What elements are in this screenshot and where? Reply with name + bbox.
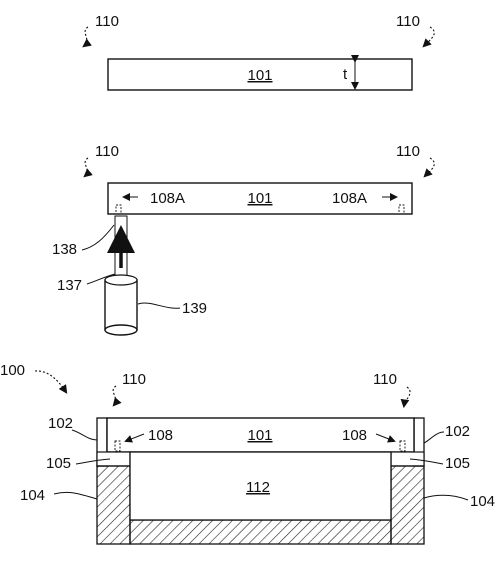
leader-139 — [137, 302, 181, 309]
bottom-view: 100 110 110 101 112 108 108 102 10 — [0, 362, 495, 545]
base-104-bottom — [129, 519, 392, 545]
ref-105-right: 105 — [445, 455, 470, 472]
leader-110-bottom-right — [400, 386, 411, 409]
leader-102-right — [423, 431, 445, 444]
cavity-label: 112 — [246, 479, 270, 496]
ref-102-right: 102 — [445, 423, 470, 440]
leader-110-top-left — [82, 26, 92, 48]
ref-108a-left: 108A — [150, 190, 185, 207]
leader-104-right — [423, 494, 469, 501]
middle-view: 101 110 110 108A 108A 138 137 139 — [52, 143, 435, 336]
plate-bottom-label: 101 — [247, 427, 272, 444]
ref-108a-right: 108A — [332, 190, 367, 207]
ledge-105-right — [390, 451, 425, 467]
leader-104-left — [53, 491, 98, 500]
leader-105-left — [75, 458, 111, 465]
cavity-112 — [129, 451, 392, 521]
ref-110-middle-right: 110 — [396, 143, 420, 160]
ref-110-top-right: 110 — [396, 13, 420, 30]
plate-middle-label: 101 — [247, 190, 272, 207]
plate-top-label: 101 — [247, 67, 272, 84]
notch-108-right — [399, 440, 406, 452]
ref-110-top-left: 110 — [95, 13, 119, 30]
leader-100 — [34, 370, 68, 394]
plate-middle — [107, 182, 413, 215]
ledge-105-left — [96, 451, 131, 467]
top-view: 101 t 110 110 — [82, 13, 435, 91]
leader-105-right — [409, 458, 444, 465]
leader-110-bottom-left — [112, 385, 122, 407]
ref-104-left: 104 — [20, 487, 45, 504]
ref-102-left: 102 — [48, 415, 73, 432]
tool-139 — [104, 274, 138, 336]
leader-137 — [86, 273, 116, 285]
ref-104-right: 104 — [470, 493, 495, 510]
arrow-108-left — [124, 433, 145, 443]
leader-102-left — [71, 429, 98, 441]
ref-108-left: 108 — [148, 427, 173, 444]
leader-110-top-right — [422, 26, 435, 48]
ref-100: 100 — [0, 362, 25, 379]
ref-138: 138 — [52, 241, 77, 258]
ref-110-bottom-left: 110 — [122, 371, 146, 388]
ref-139: 139 — [182, 300, 207, 317]
base-104-left — [96, 465, 131, 545]
ref-137: 137 — [57, 277, 82, 294]
ref-110-middle-left: 110 — [95, 143, 119, 160]
notch-108-left — [114, 440, 121, 452]
arrow-108-right — [375, 433, 396, 443]
thickness-label: t — [343, 66, 348, 83]
leader-110-middle-left — [83, 157, 93, 178]
base-104-right — [390, 465, 425, 545]
leader-110-middle-right — [423, 157, 435, 178]
ref-110-bottom-right: 110 — [373, 371, 397, 388]
ref-105-left: 105 — [46, 455, 71, 472]
leader-138 — [81, 224, 115, 251]
ref-108-right: 108 — [342, 427, 367, 444]
plate-top — [107, 58, 413, 91]
